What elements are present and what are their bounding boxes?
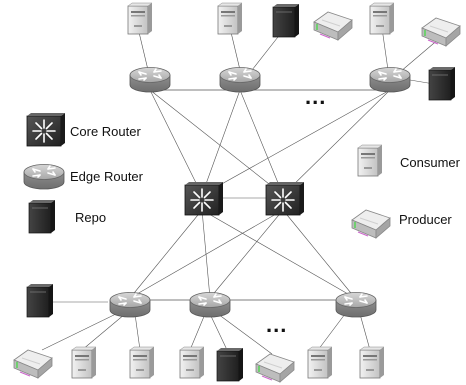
consumer-icon: [179, 346, 205, 379]
edge-router-icon: [369, 66, 411, 93]
repo-icon: [26, 283, 54, 318]
legend-producer-label: Producer: [399, 212, 452, 227]
consumer-icon: [307, 346, 333, 379]
edge-router-icon: [335, 291, 377, 318]
core-router-icon: [184, 181, 224, 216]
more-routers-ellipsis-bottom: ...: [266, 312, 288, 337]
legend-consumer-icon: [357, 144, 383, 177]
legend-core-router-icon: [26, 112, 66, 147]
consumer-icon: [359, 346, 385, 379]
consumer-icon: [129, 346, 155, 379]
edge-router-icon: [109, 291, 151, 318]
legend-consumer-label: Consumer: [400, 155, 460, 170]
repo-icon: [272, 3, 300, 38]
edge-router-icon: [129, 66, 171, 93]
consumer-icon: [369, 2, 395, 35]
legend-edge-router-icon: [23, 163, 65, 190]
more-routers-ellipsis-top: ...: [305, 84, 327, 109]
repo-icon: [428, 66, 456, 101]
legend-producer-icon: [351, 209, 391, 239]
legend-edge-router-label: Edge Router: [70, 169, 143, 184]
producer-icon: [421, 17, 461, 47]
consumer-icon: [127, 2, 153, 35]
core-router-icon: [265, 181, 305, 216]
producer-icon: [255, 353, 295, 383]
consumer-icon: [71, 346, 97, 379]
consumer-icon: [217, 2, 243, 35]
edge-router-icon: [219, 66, 261, 93]
producer-icon: [13, 349, 53, 379]
producer-icon: [313, 11, 353, 41]
repo-icon: [216, 347, 244, 382]
edge-router-icon: [189, 291, 231, 318]
legend-repo-label: Repo: [75, 210, 107, 225]
legend-core-router-label: Core Router: [70, 124, 141, 139]
legend-repo-icon: [28, 199, 56, 234]
